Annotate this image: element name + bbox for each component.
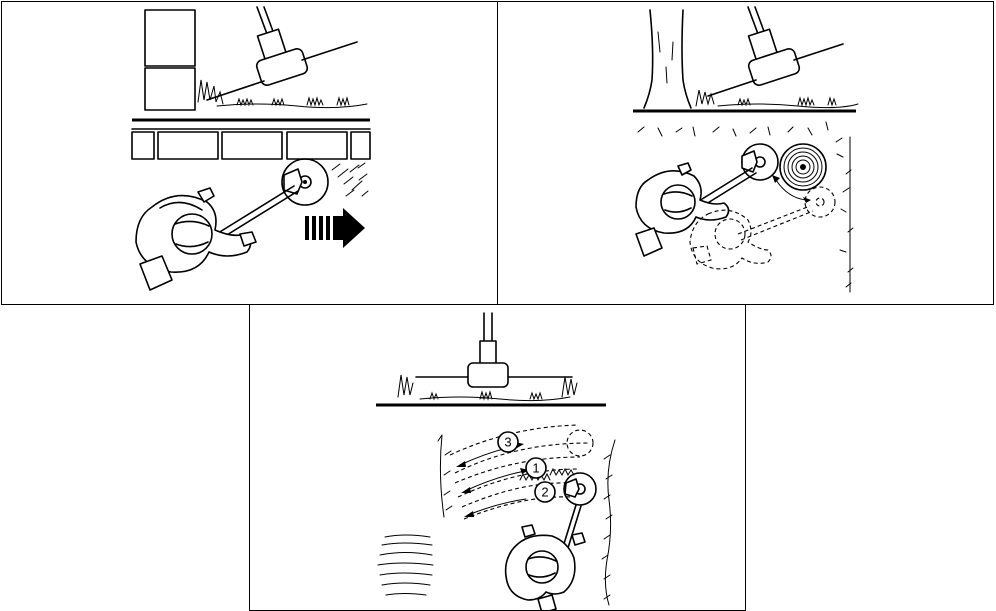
edge-trimming-illustration [2, 2, 498, 305]
trimmer-cutting-circle [564, 473, 596, 505]
pass-2-path [462, 483, 572, 507]
step-2-label: 2 [535, 482, 555, 502]
string-trimmer-head-icon [416, 313, 572, 387]
panel-slope-passes: 3 1 2 [249, 304, 746, 611]
grass-patch [378, 535, 433, 595]
svg-text:3: 3 [504, 435, 511, 450]
curb-stones-top-view [132, 129, 370, 159]
operator-top-view-icon [636, 163, 729, 256]
trimmer-cutting-circle [742, 144, 778, 180]
slope-trimming-illustration: 3 1 2 [250, 305, 746, 611]
tree-rings-top-view [780, 144, 826, 190]
panel-around-tree [497, 1, 994, 305]
string-trimmer-head-icon [708, 7, 843, 96]
tree-trunk-side-view [644, 10, 691, 108]
tree-trimming-illustration [498, 2, 994, 305]
slope-boundary [438, 435, 452, 517]
direction-arrow-icon [305, 208, 365, 248]
svg-text:1: 1 [532, 461, 539, 476]
step-3-label: 3 [498, 432, 518, 452]
wall-side-view [145, 10, 195, 110]
grass-patch [332, 163, 368, 196]
step-1-label: 1 [526, 458, 546, 478]
operator-top-view-icon [506, 525, 585, 611]
string-trimmer-head-icon [207, 7, 357, 100]
panel-edge-trimming [1, 1, 498, 305]
trimmer-cutting-circle [282, 159, 328, 205]
pass-1-arrow-icon [465, 471, 525, 491]
svg-text:2: 2 [541, 485, 548, 500]
operator-top-view-icon [136, 188, 256, 290]
